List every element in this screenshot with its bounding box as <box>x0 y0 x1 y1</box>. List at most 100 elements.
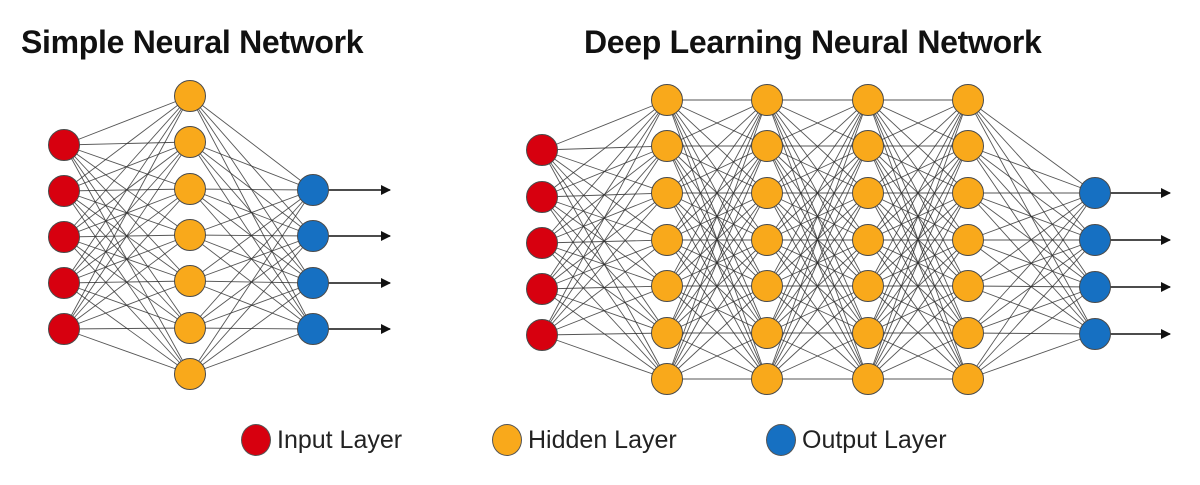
hidden-node <box>651 84 683 116</box>
legend-label: Hidden Layer <box>528 425 677 454</box>
connection-line <box>967 333 1096 380</box>
connection-line <box>766 332 869 380</box>
connection-line <box>63 234 191 330</box>
connection-line <box>666 192 768 380</box>
connection-line <box>666 99 768 287</box>
connection-line <box>766 99 869 380</box>
connection-line <box>766 145 869 380</box>
connection-line <box>666 99 768 194</box>
simple-hidden-layer-1 <box>174 80 206 390</box>
connection-line <box>967 192 1096 334</box>
hidden-node <box>174 265 206 297</box>
output-node <box>1079 271 1111 303</box>
input-node <box>526 319 558 351</box>
hidden-node <box>174 80 206 112</box>
connection-line <box>189 282 314 375</box>
connection-line <box>666 99 768 334</box>
connection-line <box>867 285 969 380</box>
connection-line <box>63 327 191 330</box>
connection-line <box>766 285 869 380</box>
simple-network <box>48 80 391 390</box>
connection-line <box>766 99 869 147</box>
hidden-node <box>852 224 884 256</box>
connection-line <box>967 99 1096 194</box>
connection-line <box>189 328 314 375</box>
legend-label: Input Layer <box>277 425 403 454</box>
input-node <box>526 273 558 305</box>
connection-line <box>967 99 1096 241</box>
hidden-node <box>952 224 984 256</box>
connection-line <box>189 189 314 236</box>
connection-line <box>541 145 668 336</box>
hidden-node <box>174 126 206 158</box>
deep-network-title: Deep Learning Neural Network <box>584 24 1042 60</box>
output-node <box>297 313 329 345</box>
hidden-node <box>651 224 683 256</box>
hidden-node <box>751 317 783 349</box>
connection-line <box>541 332 668 336</box>
input-node <box>48 129 80 161</box>
connection-line <box>867 99 969 194</box>
hidden-node <box>751 224 783 256</box>
legend-label: Output Layer <box>802 425 947 454</box>
connection-line <box>541 99 668 290</box>
hidden-node <box>952 317 984 349</box>
hidden-node <box>751 270 783 302</box>
connection-line <box>541 334 668 380</box>
connection-line <box>967 192 1096 380</box>
connection-line <box>766 99 869 241</box>
connection-line <box>867 192 969 380</box>
deep-hidden-layer-4 <box>952 84 984 395</box>
connection-line <box>63 95 191 192</box>
deep-output-layer-5 <box>1079 177 1111 350</box>
connection-line <box>867 239 969 380</box>
hidden-node <box>751 363 783 395</box>
connection-line <box>63 280 191 330</box>
connection-line <box>189 189 314 282</box>
deep-hidden-layer-1 <box>651 84 683 395</box>
output-node <box>1079 177 1111 209</box>
input-node <box>48 267 80 299</box>
connection-line <box>766 99 869 334</box>
connection-line <box>63 95 191 284</box>
deep-network <box>526 84 1171 395</box>
connection-line <box>189 95 314 191</box>
hidden-node <box>651 317 683 349</box>
hidden-node <box>651 270 683 302</box>
hidden-node <box>952 84 984 116</box>
hidden-node <box>852 84 884 116</box>
connection-line <box>967 239 1096 380</box>
hidden-node <box>952 130 984 162</box>
connection-line <box>541 288 668 334</box>
hidden-node <box>651 130 683 162</box>
hidden-node <box>952 363 984 395</box>
deep-connections <box>541 99 1096 380</box>
hidden-node <box>651 363 683 395</box>
hidden-node <box>174 312 206 344</box>
connection-line <box>541 99 668 244</box>
hidden-node <box>751 177 783 209</box>
hidden-layer-swatch-icon <box>492 424 522 456</box>
legend-item-hidden: Hidden Layer <box>492 424 677 456</box>
hidden-node <box>174 173 206 205</box>
output-node <box>297 267 329 299</box>
connection-line <box>867 99 969 334</box>
connection-line <box>867 332 969 380</box>
connection-line <box>541 239 668 336</box>
hidden-node <box>852 363 884 395</box>
connection-line <box>541 192 668 336</box>
connection-line <box>189 189 314 375</box>
connection-line <box>63 95 191 330</box>
connection-line <box>867 99 969 241</box>
input-node <box>526 227 558 259</box>
output-node <box>1079 318 1111 350</box>
hidden-node <box>852 177 884 209</box>
connection-line <box>867 99 969 380</box>
connection-line <box>541 285 668 336</box>
connection-line <box>541 99 668 336</box>
connection-line <box>666 99 768 241</box>
connection-line <box>666 145 768 380</box>
connection-line <box>189 235 314 375</box>
connection-line <box>666 332 768 380</box>
simple-output-layer-2 <box>297 174 329 345</box>
